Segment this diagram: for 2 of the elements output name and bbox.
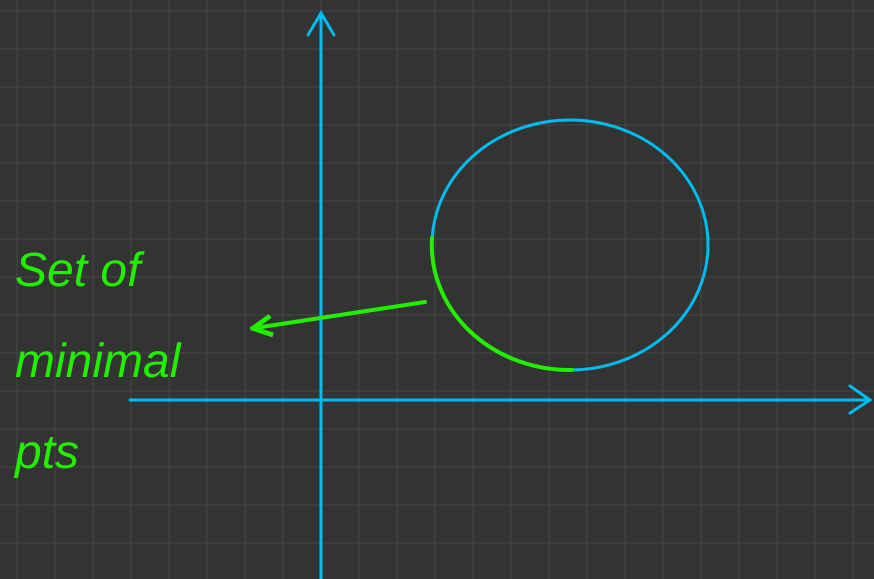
handwritten-note: Set of minimal pts [15,243,182,482]
arrow [250,300,427,338]
